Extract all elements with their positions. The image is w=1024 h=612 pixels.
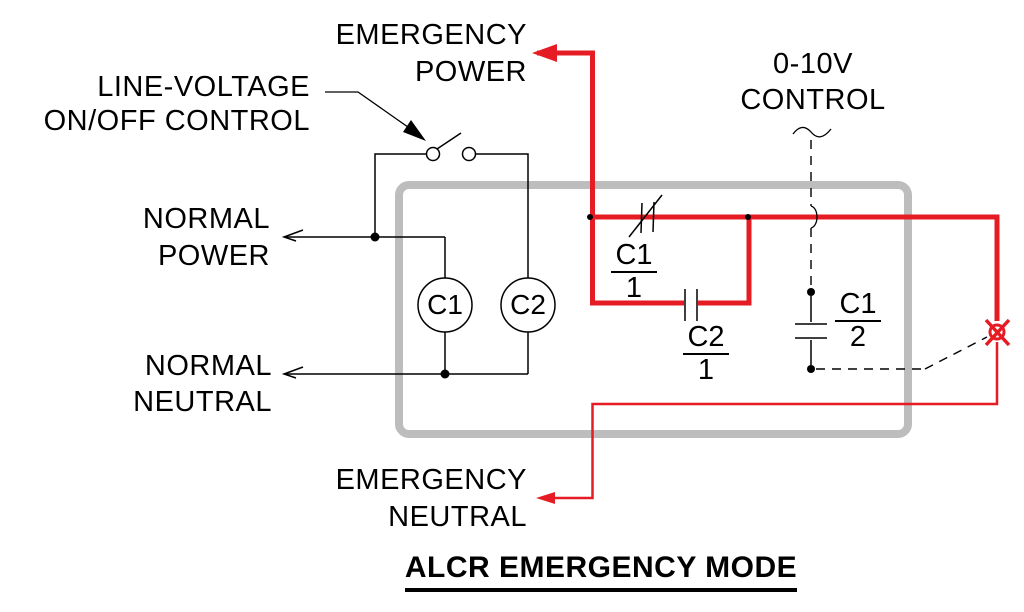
- contact-c1-pole1: [628, 194, 663, 238]
- contact-c2-pole1: [684, 289, 698, 321]
- contact-c1-pole2-name: C1: [835, 290, 881, 322]
- coil-c1: [417, 277, 473, 333]
- coil-c2-label: C2: [510, 289, 546, 320]
- contact-c1-pole2-label: C1 2: [828, 288, 888, 352]
- alcr-device-outline: [395, 181, 912, 438]
- emergency-neutral-path: [536, 342, 999, 504]
- contact-c1-pole2-pole: 2: [849, 321, 867, 353]
- contact-c2-pole1-label: C2 1: [676, 321, 736, 385]
- line-voltage-switch: [425, 132, 477, 162]
- wire-crossover-hop-icon: [810, 205, 818, 229]
- label-emergency-neutral: EMERGENCY NEUTRAL: [300, 462, 527, 536]
- line-break-squiggle-icon: [792, 126, 832, 138]
- contact-c1-pole1-label: C1 1: [604, 239, 664, 303]
- emergency-power-arrow-icon: [532, 44, 557, 62]
- contact-c2-pole1-pole: 1: [697, 354, 715, 386]
- normal-circuit-wires: [285, 153, 529, 375]
- label-line-voltage-line2: ON/OFF CONTROL: [43, 105, 310, 137]
- control-0-10v-wires: [792, 126, 988, 370]
- diagram-title: ALCR EMERGENCY MODE: [351, 551, 851, 592]
- label-normal-power: NORMAL POWER: [40, 201, 270, 275]
- label-normal-power-line2: POWER: [157, 240, 270, 272]
- label-emergency-neutral-line1: EMERGENCY: [335, 464, 527, 496]
- label-emergency-power-line1: EMERGENCY: [335, 19, 527, 51]
- junction-dots: [370, 214, 815, 379]
- label-normal-neutral-line1: NORMAL: [144, 350, 272, 382]
- normal-neutral-arrow-icon: [281, 366, 304, 379]
- contact-c1-pole1-pole: 1: [625, 272, 643, 304]
- label-0-10v-control: 0-10V CONTROL: [713, 46, 913, 118]
- label-normal-power-line1: NORMAL: [142, 203, 270, 235]
- contact-c1-pole2: [795, 323, 827, 339]
- diagram-title-text: ALCR EMERGENCY MODE: [404, 551, 798, 592]
- label-normal-neutral-line2: NEUTRAL: [133, 386, 272, 418]
- label-0-10v-line2: CONTROL: [740, 84, 886, 116]
- line-voltage-leader: [325, 91, 426, 141]
- emergency-neutral-arrow-icon: [536, 492, 555, 504]
- label-emergency-power-line2: POWER: [414, 56, 527, 88]
- coil-c1-label: C1: [427, 289, 463, 320]
- normal-power-arrow-icon: [281, 229, 304, 242]
- contact-c1-pole1-name: C1: [611, 241, 657, 273]
- label-line-voltage-line1: LINE-VOLTAGE: [97, 71, 310, 103]
- label-line-voltage-control: LINE-VOLTAGE ON/OFF CONTROL: [10, 70, 310, 138]
- contact-c2-pole1-name: C2: [683, 323, 729, 355]
- coil-c2: [500, 277, 556, 333]
- label-emergency-power: EMERGENCY POWER: [300, 17, 527, 91]
- label-0-10v-line1: 0-10V: [773, 48, 853, 80]
- disconnected-terminal-icon: [984, 318, 1011, 347]
- label-normal-neutral: NORMAL NEUTRAL: [40, 348, 272, 420]
- label-emergency-neutral-line2: NEUTRAL: [388, 501, 527, 533]
